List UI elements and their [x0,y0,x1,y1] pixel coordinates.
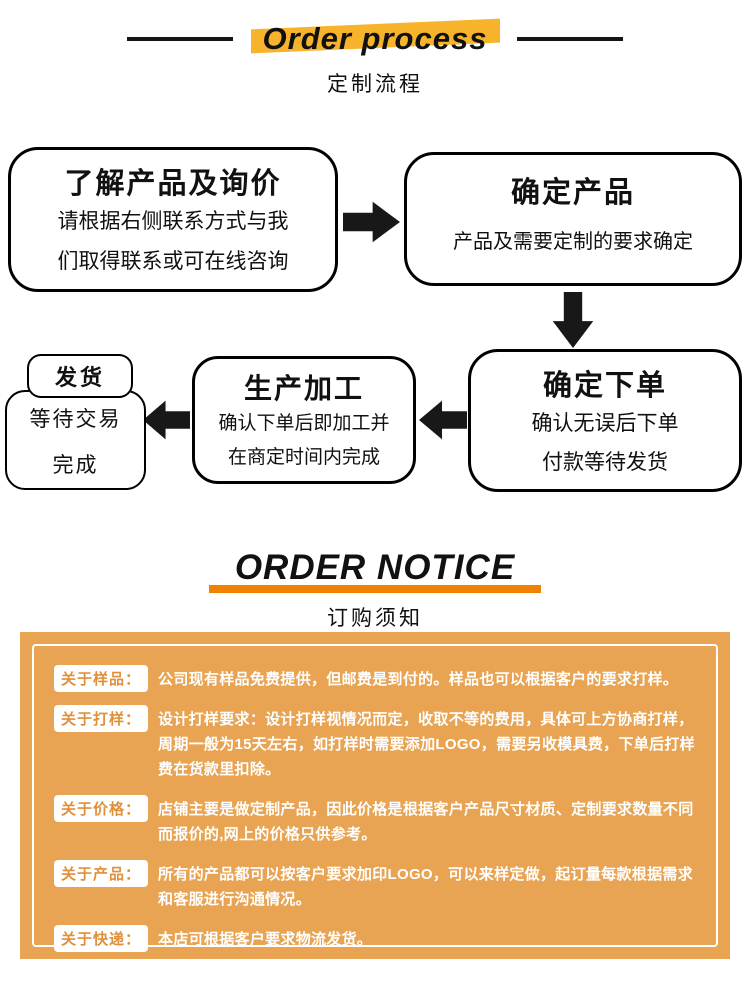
process-title-row: Order process [0,16,750,62]
flow-step-shipping-tab: 发货 [27,354,133,398]
flow-step-inquiry: 了解产品及询价 请根据右侧联系方式与我 们取得联系或可在线咨询 [8,147,338,292]
notice-header: ORDER NOTICE 订购须知 [0,548,750,632]
process-title-en: Order process [250,18,500,57]
process-title-zh: 定制流程 [327,73,423,96]
flow-step-production: 生产加工 确认下单后即加工并 在商定时间内完成 [192,356,416,484]
arrow-left-icon [419,400,467,440]
notice-text: 本店可根据客户要求物流发货。 [158,931,373,948]
flow-step-shipping: 等待交易 完成 [5,390,146,490]
step-line: 们取得联系或可在线咨询 [57,250,289,273]
arrow-right-icon [343,201,400,243]
step-title: 发货 [54,365,105,390]
notice-panel: 关于样品： 公司现有样品免费提供，但邮费是到付的。样品也可以根据客户的要求打样。… [20,632,730,959]
notice-label: 关于快递： [54,925,149,952]
notice-title-underline [209,585,541,593]
notice-text: 店铺主要是做定制产品，因此价格是根据客户产品尺寸材质、定制要求数量不同而报价的,… [158,801,694,843]
title-rule-left [126,37,233,41]
step-title: 确定产品 [510,177,635,209]
notice-title-en: ORDER NOTICE [234,548,516,587]
notice-item-product: 关于产品： 所有的产品都可以按客户要求加印LOGO，可以来样定做，起订量每款根据… [54,860,698,912]
notice-item-price: 关于价格： 店铺主要是做定制产品，因此价格是根据客户产品尺寸材质、定制要求数量不… [54,795,698,847]
step-title: 确定下单 [542,370,667,402]
step-line: 付款等待发货 [542,451,668,474]
notice-text: 所有的产品都可以按客户要求加印LOGO，可以来样定做，起订量每款根据需求和客服进… [158,866,693,908]
notice-label: 关于产品： [54,860,149,887]
notice-text: 公司现有样品免费提供，但邮费是到付的。样品也可以根据客户的要求打样。 [158,671,679,688]
title-rule-right [517,37,624,41]
step-title: 生产加工 [243,373,364,404]
notice-label: 关于样品： [54,665,149,692]
step-line: 确认无误后下单 [531,412,679,435]
notice-item-proofing: 关于打样： 设计打样要求：设计打样视情况而定，收取不等的费用，具体可上方协商打样… [54,705,698,782]
flow-step-confirm-product: 确定产品 产品及需要定制的要求确定 [404,152,742,286]
step-line: 完成 [52,454,99,477]
notice-item-sample: 关于样品： 公司现有样品免费提供，但邮费是到付的。样品也可以根据客户的要求打样。 [54,665,698,692]
step-line: 确认下单后即加工并 [218,413,390,434]
notice-title-zh: 订购须知 [327,607,423,630]
notice-item-express: 关于快递： 本店可根据客户要求物流发货。 [54,925,698,952]
process-title-en-text: Order process [262,21,488,56]
step-title: 了解产品及询价 [64,168,282,200]
step-line: 产品及需要定制的要求确定 [453,231,693,253]
step-line: 在商定时间内完成 [227,447,380,468]
step-line: 请根据右侧联系方式与我 [57,210,289,233]
flow-step-place-order: 确定下单 确认无误后下单 付款等待发货 [468,349,742,492]
notice-label: 关于打样： [54,705,149,732]
notice-label: 关于价格： [54,795,149,822]
notice-text: 设计打样要求：设计打样视情况而定，收取不等的费用，具体可上方协商打样，周期一般为… [158,711,695,778]
arrow-left-icon [143,400,190,440]
process-header: Order process 定制流程 [0,16,750,98]
arrow-down-icon [552,292,594,348]
step-line: 等待交易 [29,408,122,431]
